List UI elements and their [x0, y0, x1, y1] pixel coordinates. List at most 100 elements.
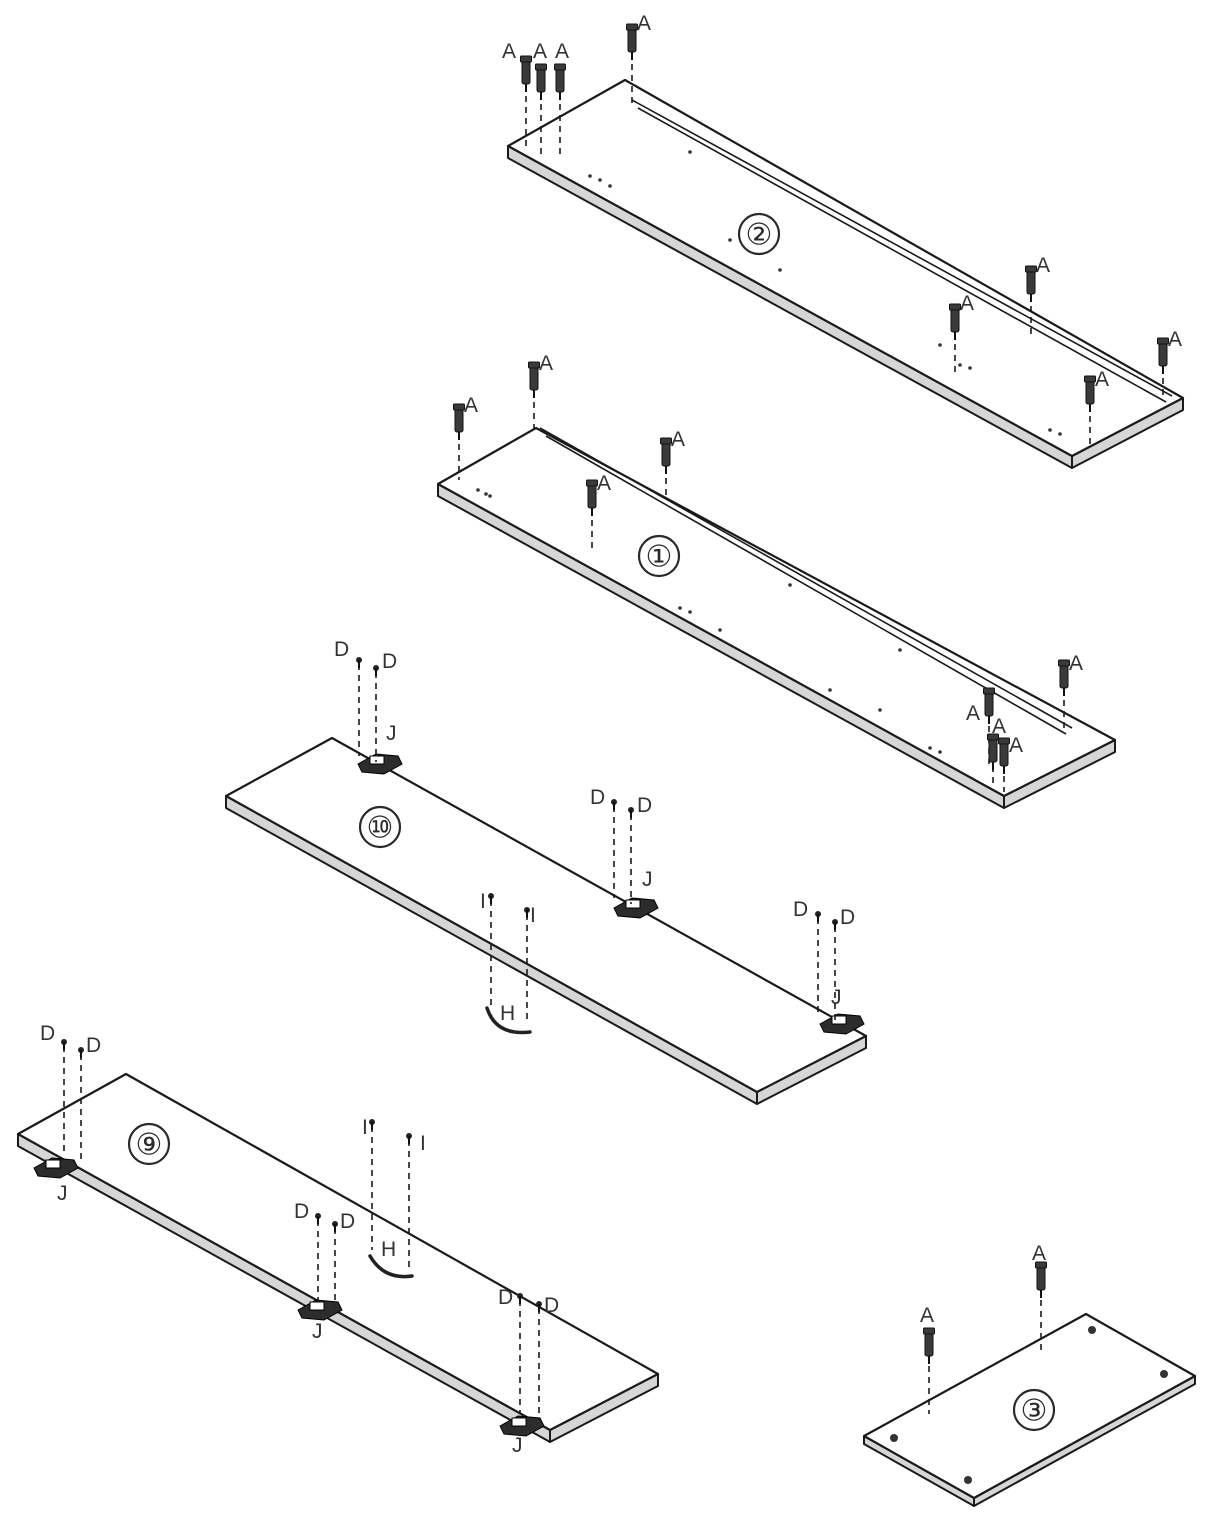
svg-text:D: D	[40, 1022, 55, 1045]
panel-9: ⑨ J D D J D D J	[16, 1022, 660, 1457]
svg-text:J: J	[512, 1434, 523, 1457]
dowel-a-icon: A	[966, 687, 996, 764]
svg-text:D: D	[382, 650, 397, 673]
panel-9-number: ⑨	[127, 1122, 171, 1166]
svg-text:A: A	[1009, 734, 1023, 757]
handle-h-icon: H	[485, 1002, 532, 1035]
svg-text:D: D	[294, 1200, 309, 1223]
handle-screw-i-icon: I	[523, 904, 536, 1022]
svg-text:A: A	[1095, 368, 1109, 391]
svg-text:A: A	[502, 40, 516, 63]
dowel-a-icon: A	[527, 352, 553, 432]
svg-text:A: A	[555, 40, 569, 63]
svg-text:I: I	[362, 1116, 368, 1139]
screw-d-icon: D	[372, 650, 397, 762]
svg-text:A: A	[992, 715, 1006, 738]
svg-text:A: A	[533, 40, 547, 63]
svg-text:D: D	[340, 1210, 355, 1233]
svg-text:D: D	[334, 638, 349, 661]
screw-d-icon: D	[498, 1286, 524, 1414]
screw-d-icon: D	[793, 898, 822, 1014]
dowel-a-icon: A	[1156, 328, 1182, 400]
svg-text:⑨: ⑨	[136, 1129, 163, 1162]
dowel-a-icon: A	[986, 715, 1006, 786]
hinge-j-icon: J	[357, 722, 403, 775]
panel-3-holes	[890, 1326, 1168, 1484]
screw-d-icon: D	[294, 1200, 322, 1300]
handle-h-icon: H	[368, 1238, 414, 1279]
svg-text:D: D	[498, 1286, 513, 1309]
dowel-a-icon: A	[1024, 254, 1050, 336]
dowel-a-icon: A	[553, 40, 569, 156]
svg-text:A: A	[1036, 254, 1050, 277]
dowel-a-icon: A	[502, 40, 533, 150]
screw-d-icon: D	[590, 786, 618, 898]
svg-text:③: ③	[1021, 1395, 1048, 1428]
dowel-a-icon: A	[1057, 652, 1083, 730]
panel-2-number: ②	[737, 212, 781, 256]
svg-text:⑩: ⑩	[367, 812, 394, 845]
panel-1-holes	[476, 488, 942, 754]
svg-text:A: A	[597, 472, 611, 495]
panel-2: ② A A A A A A A	[502, 12, 1185, 469]
svg-text:I: I	[530, 904, 536, 927]
screw-d-icon: D	[77, 1034, 101, 1160]
svg-text:A: A	[966, 702, 980, 725]
svg-text:J: J	[57, 1182, 68, 1205]
svg-text:A: A	[960, 292, 974, 315]
panel-3: ③ A A	[862, 1242, 1197, 1507]
svg-text:H: H	[500, 1002, 515, 1025]
svg-text:①: ①	[646, 541, 673, 574]
dowel-a-icon: A	[659, 428, 685, 500]
svg-text:D: D	[793, 898, 808, 921]
screw-d-icon: D	[334, 638, 363, 756]
svg-text:A: A	[1032, 1242, 1046, 1265]
hinge-j-icon: J	[33, 1157, 79, 1205]
screw-d-icon: D	[627, 794, 652, 904]
svg-text:A: A	[920, 1304, 934, 1327]
svg-text:D: D	[590, 786, 605, 809]
panel-2-holes	[588, 150, 1062, 436]
svg-text:I: I	[420, 1132, 426, 1155]
dowel-a-icon: A	[997, 734, 1023, 792]
panel-3-number: ③	[1012, 1388, 1056, 1432]
svg-text:A: A	[1168, 328, 1182, 351]
screw-d-icon: D	[331, 1210, 355, 1306]
svg-text:J: J	[386, 722, 397, 745]
dowel-a-icon: A	[585, 472, 611, 552]
dowel-a-icon: A	[948, 292, 974, 376]
dowel-a-icon: A	[1083, 368, 1109, 448]
svg-text:D: D	[840, 906, 855, 929]
svg-text:H: H	[381, 1238, 396, 1261]
panel-10-number: ⑩	[358, 805, 402, 849]
panel-1: ① A A A A A A A	[436, 352, 1117, 809]
dowel-a-icon: A	[452, 394, 478, 480]
svg-text:A: A	[671, 428, 685, 451]
screw-d-icon: D	[535, 1294, 559, 1420]
dowel-a-icon: A	[1032, 1242, 1048, 1352]
handle-screw-i-icon: I	[362, 1116, 376, 1250]
svg-text:J: J	[831, 986, 842, 1009]
handle-screw-i-icon: I	[480, 890, 495, 1010]
hinge-j-icon: J	[613, 868, 659, 919]
hinge-j-icon: J	[297, 1299, 343, 1343]
svg-text:A: A	[539, 352, 553, 375]
svg-text:J: J	[642, 868, 653, 891]
svg-text:D: D	[544, 1294, 559, 1317]
svg-text:②: ②	[746, 219, 773, 252]
hinge-j-icon: J	[499, 1415, 545, 1457]
panel-10: ⑩ J D D J D D J	[224, 638, 868, 1105]
panel-1-number: ①	[637, 534, 681, 578]
svg-text:D: D	[637, 794, 652, 817]
screw-d-icon: D	[40, 1022, 68, 1156]
svg-text:A: A	[637, 12, 651, 35]
screw-d-icon: D	[831, 906, 855, 1020]
svg-text:I: I	[480, 890, 486, 913]
dowel-a-icon: A	[625, 12, 651, 108]
svg-text:D: D	[86, 1034, 101, 1057]
handle-screw-i-icon: I	[405, 1132, 426, 1270]
hinge-j-icon: J	[819, 986, 865, 1035]
svg-text:A: A	[1069, 652, 1083, 675]
dowel-a-icon: A	[920, 1304, 936, 1414]
